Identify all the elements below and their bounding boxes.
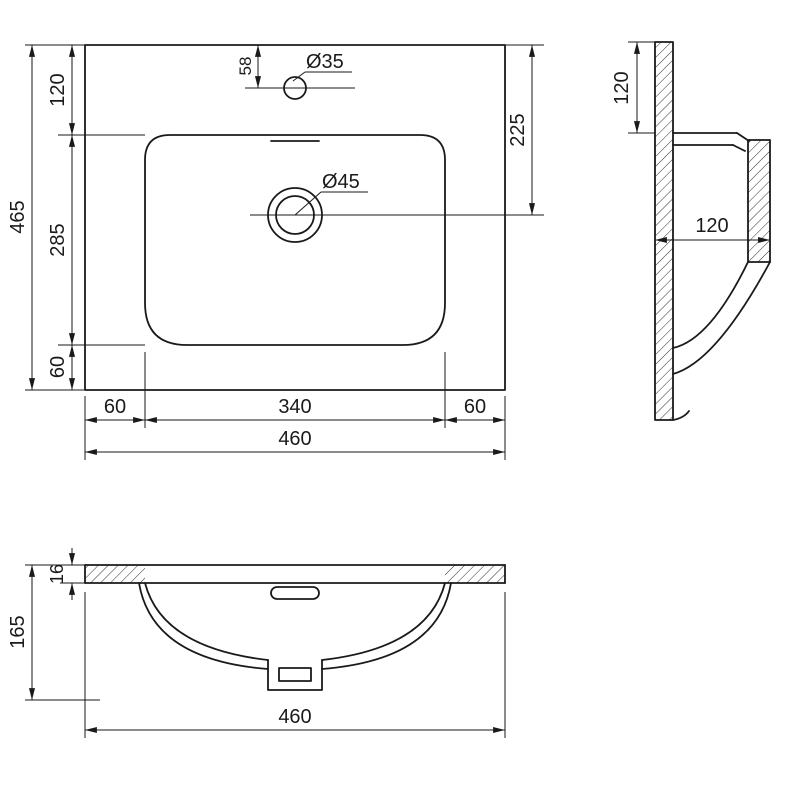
drain-leader	[294, 191, 322, 216]
dim-rim-depth: 120	[695, 215, 728, 237]
basin-outline	[144, 134, 446, 346]
rim-section-left-hatch	[85, 565, 145, 583]
drain-opening	[278, 667, 312, 682]
bowl-inner-left	[144, 582, 269, 661]
bowl-outer-left	[138, 582, 269, 670]
dim-right-margin: 60	[464, 396, 486, 418]
back-wall-outline	[654, 41, 674, 421]
dim-drain-offset: 225	[507, 113, 529, 146]
faucet-hole	[245, 76, 355, 100]
side-dimensions: 120 120	[611, 41, 770, 244]
dim-bottom-offset: 60	[47, 356, 69, 378]
dim-basin-width: 340	[278, 396, 311, 418]
front-section-view: 16 165 460	[7, 548, 506, 738]
plan-view: 465 120 285 60 58 Ø35 225 Ø45 60 340 60 …	[7, 44, 544, 460]
front-rim-section-hatch	[748, 140, 770, 262]
rim-section-right-hatch	[445, 565, 505, 583]
front-dimensions: 16 165 460	[7, 548, 506, 738]
dim-left-margin: 60	[104, 396, 126, 418]
label-faucet-diameter: Ø35	[306, 51, 344, 73]
dim-faucet-offset: 58	[236, 57, 255, 76]
dim-basin-length: 285	[47, 223, 69, 256]
dim-front-overall-width: 460	[278, 706, 311, 728]
side-section-view: 120 120	[611, 41, 771, 421]
drain-trap	[267, 659, 323, 691]
faucet-leader	[292, 71, 306, 82]
dim-overall-height: 465	[7, 200, 29, 233]
dim-top-offset: 120	[47, 73, 69, 106]
dim-overall-width: 460	[278, 428, 311, 450]
dim-front-overall-height: 165	[7, 615, 29, 648]
plan-dimensions: 465 120 285 60 58 Ø35 225 Ø45 60 340 60 …	[7, 44, 544, 460]
front-rim-outline	[747, 139, 771, 263]
bowl-inner-right	[321, 582, 446, 661]
bowl-outer-profile	[672, 261, 771, 375]
bowl-outer-right	[321, 582, 452, 670]
overflow-slot	[270, 586, 320, 600]
bowl-inner-profile	[672, 261, 749, 349]
sink-outer-outline	[84, 44, 506, 391]
dim-rim-thickness: 16	[47, 564, 67, 584]
wall-foot	[672, 410, 690, 421]
dim-rim-height: 120	[611, 71, 633, 104]
label-drain-diameter: Ø45	[322, 171, 360, 193]
back-wall-section-hatch	[655, 42, 673, 420]
